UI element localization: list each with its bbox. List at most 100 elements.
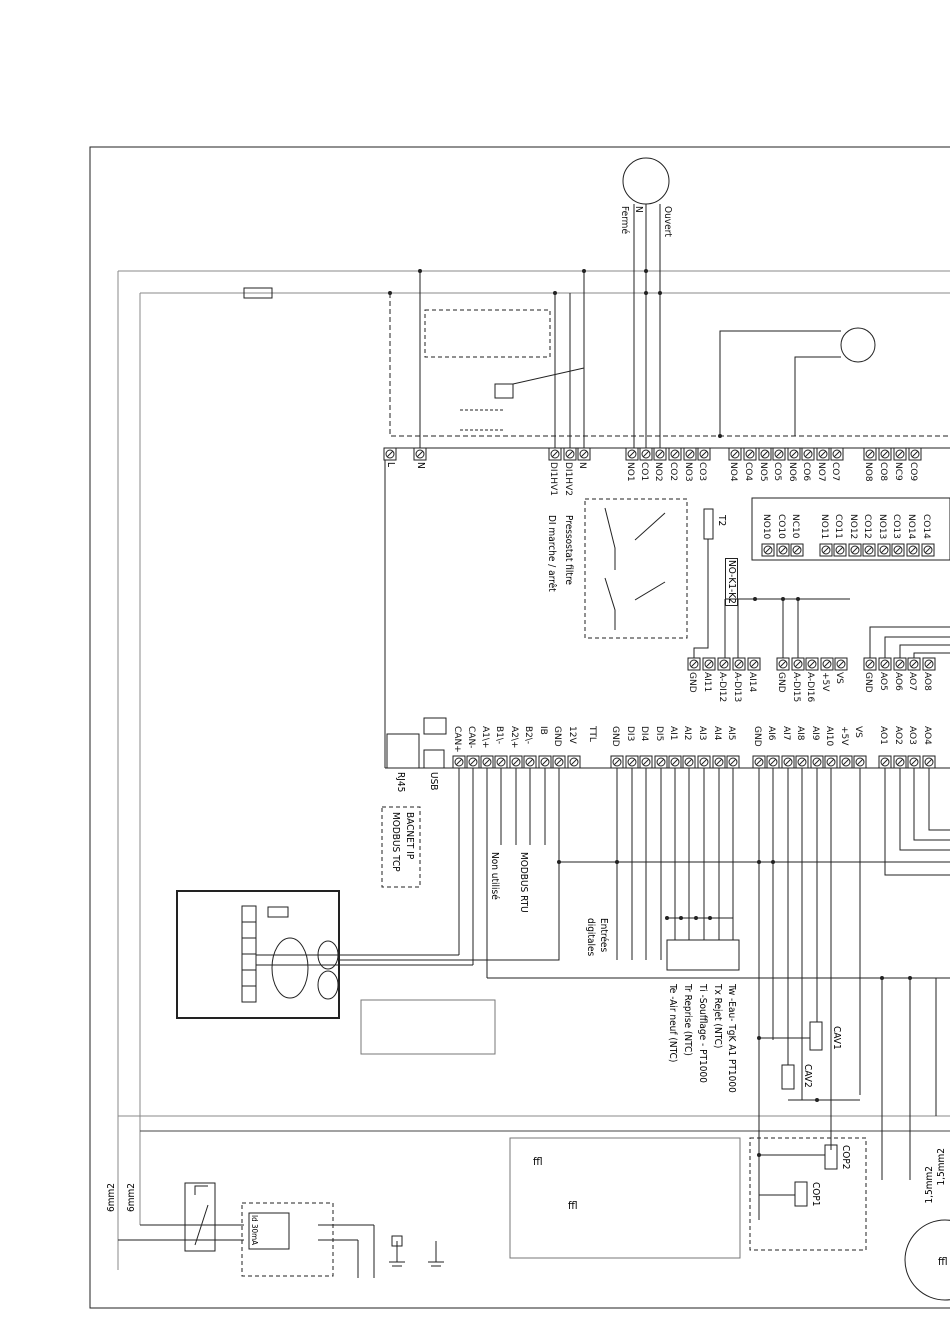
terminal-label-AI5-8: AI5 [726,726,736,741]
relay-coil [494,383,514,399]
terminal-label-NO14-9: NO14 [906,514,916,540]
terminal-label-CO12-6: CO12 [862,514,872,539]
terminal-label-VS-16: VS [853,726,863,738]
terminal-label-CO9: CO9 [908,462,918,481]
terminal-label-AI3-6: AI3 [697,726,707,741]
terminal-label-AI9-13: AI9 [810,726,820,741]
terminal-label-GND-5: GND [776,672,786,693]
terminal-label-GND-0: GND [687,672,697,693]
terminal-label-A1\+-2: A1\+ [480,726,490,748]
terminal-label-AI8-12: AI8 [795,726,805,741]
fuse [243,287,273,299]
terminal-label-AO5-11: AO5 [878,672,888,691]
terminal-label-AO1-17: AO1 [878,726,888,745]
dip-switch [423,717,447,735]
terminal-label-CO1: CO1 [639,462,649,481]
cav1 [809,1021,823,1051]
terminal-label-VS-9: VS [834,672,844,684]
terminal-label-NO11-3: NO11 [819,514,829,539]
terminal-label-AI4-7: AI4 [712,726,722,741]
terminal-label-CO11-4: CO11 [833,514,843,539]
terminal-label-DI1HV2: DI1HV2 [563,462,573,496]
terminal-label-AO6-12: AO6 [893,672,903,691]
terminal-label-AO8-14: AO8 [922,672,932,691]
terminal-label-AI2-5: AI2 [682,726,692,741]
terminal-label-A-DI15-6: A-DI15 [791,672,801,702]
terminal-label-A-DI13-3: A-DI13 [732,672,742,702]
terminal-label-DI3-1: DI3 [625,726,635,741]
legend-box [509,1137,741,1259]
terminal-label-AI11-1: AI11 [702,672,712,692]
relay-block [751,497,950,561]
terminal-label-A-DI12-2: A-DI12 [717,672,727,702]
terminal-label-B1\--3: B1\- [494,726,504,744]
terminal-label-DI1HV1: DI1HV1 [548,462,558,496]
terminal-label-AI1-4: AI1 [668,726,678,741]
bottom-terminal-row: CAN+ CAN- A1\+ B1\- A2\+ B2\- IB GND 12V TTL GND DI… [452,725,936,769]
usb-port [423,749,445,769]
terminal-label-12V-8: 12V [567,726,577,744]
terminal-label-NO4: NO4 [728,462,738,482]
terminal-label-+5V-8: +5V [820,672,830,692]
terminal-label-DI5-3: DI5 [654,726,664,741]
cav2 [781,1064,795,1090]
cop-box [749,1137,867,1251]
terminal-label-CO6: CO6 [801,462,811,481]
terminal-label-CO2: CO2 [668,462,678,481]
bacnet-box [381,806,421,888]
terminal-label-A2\+-4: A2\+ [509,726,519,748]
cop2 [824,1144,838,1170]
terminal-label-AO7-13: AO7 [907,672,917,691]
terminal-label-NO12-5: NO12 [848,514,858,539]
terminal-label-CAN+-0: CAN+ [452,726,462,753]
terminal-label-NO1: NO1 [625,462,635,482]
terminal-label-CO7: CO7 [830,462,840,481]
terminal-label-CAN--1: CAN- [466,726,476,748]
terminal-label-+5V-15: +5V [839,726,849,746]
terminal-label-DI4-2: DI4 [639,726,649,742]
terminal-label-AI6-10: AI6 [766,726,776,741]
terminal-label-IB-6: IB [538,726,548,735]
terminal-label-CO8: CO8 [878,462,888,481]
t2-sensor [703,508,714,540]
terminal-label-NO7: NO7 [816,462,826,482]
terminal-label-NO10-0: NO10 [761,514,771,540]
terminal-label-A-DI16-7: A-DI16 [805,672,815,703]
terminal-label-AO3-19: AO3 [907,726,917,745]
terminal-label-NO13-7: NO13 [877,514,887,539]
terminal-label-CO10-1: CO10 [776,514,786,539]
rj45-port [386,733,420,769]
terminal-label-GND-10: GND [863,672,873,693]
placeholder-box [360,999,496,1055]
motor-bottom [904,1219,950,1301]
terminal-label-AO2-18: AO2 [893,726,903,745]
terminal-label-NO2: NO2 [653,462,663,482]
terminal-label-NO8: NO8 [863,462,873,482]
terminal-label-AI14-4: AI14 [747,672,757,693]
terminal-label-B2\--5: B2\- [523,726,533,744]
terminal-label-CO13-8: CO13 [891,514,901,539]
terminal-label-GND-7: GND [552,726,562,747]
terminal-label-NC9: NC9 [893,462,903,481]
terminal-label-AI10-14: AI10 [824,726,834,747]
terminal-label-TTL-9: TTL [587,725,597,742]
terminal-label-NC10-2: NC10 [790,514,800,539]
mid-terminal-row: GND AI11 A-DI12 A-DI13 AI14 GND A-DI15 A-DI16 +5… [687,657,936,703]
relay-terminal-row: NO10 CO10 NC10 NO11 CO11 NO12 CO12 NO13 CO13 NO14… [761,514,935,557]
terminal-label-NO3: NO3 [683,462,693,482]
junction-dots [388,269,912,1157]
cop1 [794,1181,808,1207]
sensor-block [666,939,740,971]
terminal-label-GND-0: GND [610,726,620,747]
motor-top [622,157,670,205]
terminal-label-CO4: CO4 [743,462,753,481]
main-switch [184,1182,216,1252]
motor-right [840,327,876,363]
terminal-label-CO14-10: CO14 [921,514,931,539]
pressostat-box [584,498,688,639]
terminal-label-CO3: CO3 [697,462,707,481]
terminal-label-N: N [577,462,587,469]
terminal-label-AO4-20: AO4 [922,726,932,745]
